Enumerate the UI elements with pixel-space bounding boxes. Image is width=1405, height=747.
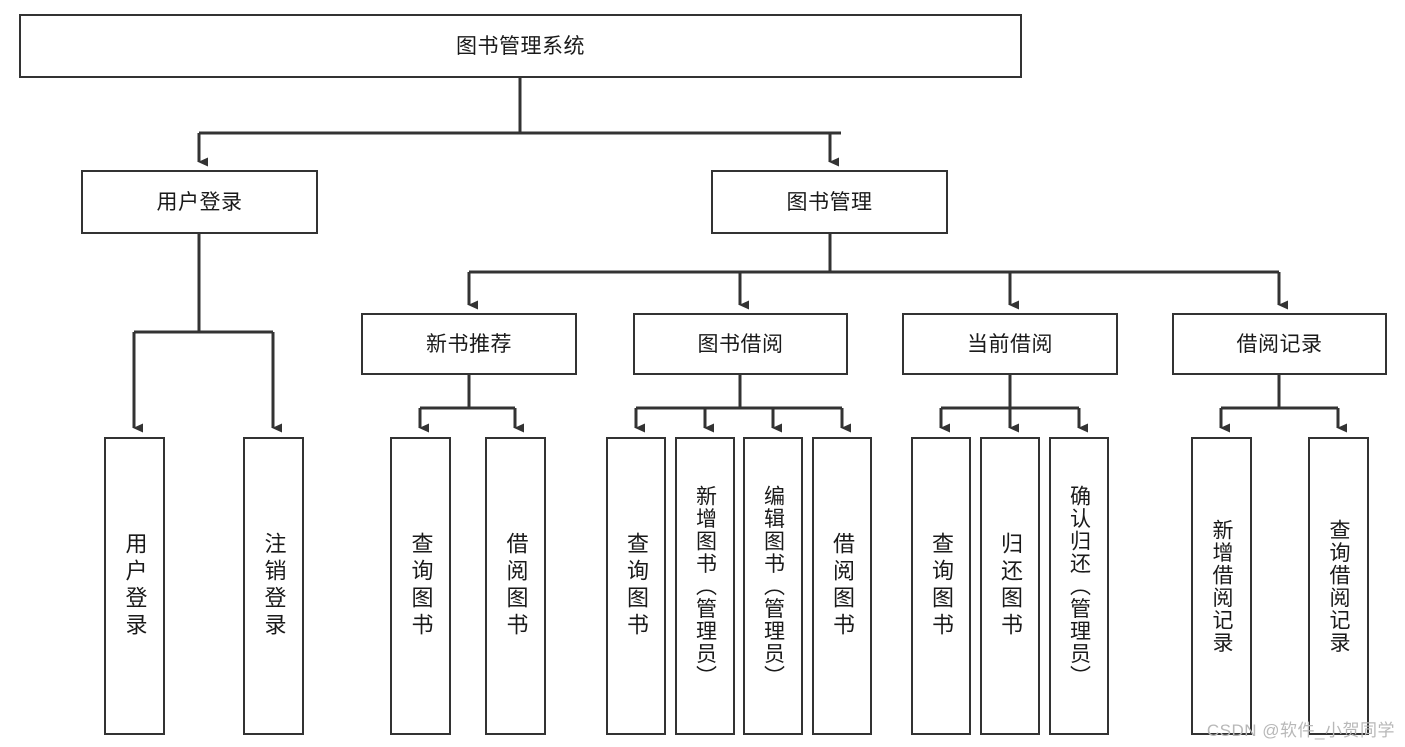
node-user-login[interactable]: 用户登录 (81, 170, 318, 234)
leaf-book-borrow-borrow-book[interactable]: 借阅图书 (812, 437, 872, 735)
node-label: 编辑图书（管理员） (761, 484, 785, 688)
node-label: 当前借阅 (967, 332, 1053, 356)
leaf-book-borrow-query-book[interactable]: 查询图书 (606, 437, 666, 735)
node-root-book-management-system[interactable]: 图书管理系统 (19, 14, 1022, 78)
node-book-management[interactable]: 图书管理 (711, 170, 948, 234)
leaf-borrow-record-query-record[interactable]: 查询借阅记录 (1308, 437, 1369, 735)
node-label: 新增图书（管理员） (693, 484, 717, 688)
leaf-new-book-query-book[interactable]: 查询图书 (390, 437, 451, 735)
node-label: 图书借阅 (697, 332, 784, 356)
leaf-current-borrow-query-book[interactable]: 查询图书 (911, 437, 971, 735)
leaf-user-login-login[interactable]: 用户登录 (104, 437, 165, 735)
node-label: 借阅图书 (830, 532, 855, 640)
node-book-borrow[interactable]: 图书借阅 (633, 313, 848, 375)
node-label: 注销登录 (261, 532, 287, 640)
node-label: 确认归还（管理员） (1067, 484, 1091, 688)
node-label: 图书管理系统 (456, 34, 585, 58)
leaf-current-borrow-return-book[interactable]: 归还图书 (980, 437, 1040, 735)
leaf-current-borrow-confirm-return-admin[interactable]: 确认归还（管理员） (1049, 437, 1109, 735)
node-label: 用户登录 (122, 532, 148, 640)
node-label: 图书管理 (786, 190, 873, 214)
node-label: 新书推荐 (426, 332, 512, 356)
leaf-borrow-record-add-record[interactable]: 新增借阅记录 (1191, 437, 1252, 735)
node-label: 查询借阅记录 (1327, 518, 1350, 654)
node-current-borrow[interactable]: 当前借阅 (902, 313, 1118, 375)
leaf-user-login-logout[interactable]: 注销登录 (243, 437, 304, 735)
node-new-book-recommend[interactable]: 新书推荐 (361, 313, 577, 375)
node-borrow-record[interactable]: 借阅记录 (1172, 313, 1387, 375)
leaf-book-borrow-add-book-admin[interactable]: 新增图书（管理员） (675, 437, 735, 735)
node-label: 借阅图书 (503, 532, 529, 640)
node-label: 用户登录 (156, 190, 243, 214)
leaf-book-borrow-edit-book-admin[interactable]: 编辑图书（管理员） (743, 437, 803, 735)
node-label: 借阅记录 (1236, 332, 1323, 356)
node-label: 新增借阅记录 (1210, 518, 1233, 654)
node-label: 查询图书 (624, 532, 649, 640)
node-label: 归还图书 (998, 532, 1023, 640)
leaf-new-book-borrow-book[interactable]: 借阅图书 (485, 437, 546, 735)
node-label: 查询图书 (929, 532, 954, 640)
node-label: 查询图书 (408, 532, 434, 640)
watermark-text: CSDN @软件_小贺同学 (1206, 721, 1395, 740)
